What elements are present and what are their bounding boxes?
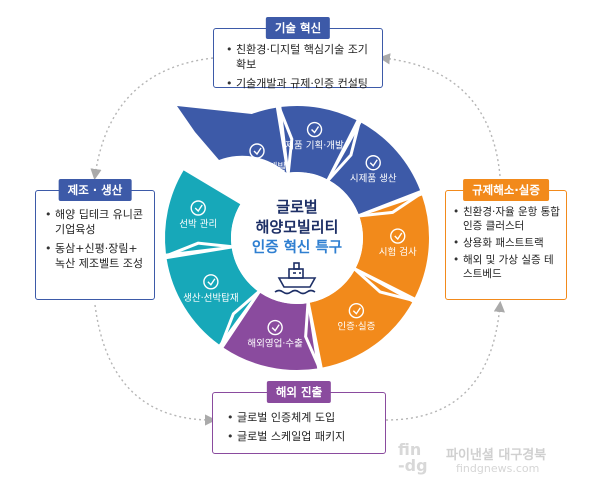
dotted-connector-ring (90, 53, 505, 426)
center-title-line1: 글로벌 (276, 198, 317, 216)
segment-label: 선박 관리 (179, 219, 217, 230)
box-overseas-item: 글로벌 스케일업 패키지 (227, 429, 377, 444)
center-title-line3: 인증 혁신 특구 (252, 238, 342, 256)
process-segment (355, 195, 429, 298)
watermark-name: 파이낸셜 대구경북 (446, 448, 547, 463)
box-manufacturing-title: 제조 · 생산 (58, 179, 132, 201)
gear-icon (190, 200, 206, 216)
crane-icon (203, 274, 219, 290)
segment-label: 시제품 생산 (350, 174, 397, 185)
globe-icon (267, 319, 283, 336)
segment-separator (356, 190, 424, 218)
watermark-url: findgnews.com (456, 462, 540, 475)
watermark-logo: -dg (398, 456, 428, 475)
watermark: fin -dg 파이낸셜 대구경북 findgnews.com (398, 442, 588, 482)
segment-label: 제품 기획·개발 (285, 140, 344, 152)
connector-arrow (94, 304, 217, 426)
box-tech-innovation-item: 친환경·디지털 핵심기술 조기 확보 (226, 42, 374, 72)
box-regulation-item: 해외 및 가상 실증 테스트베드 (453, 253, 561, 281)
segment-separator (352, 266, 416, 303)
blueprint-icon (306, 121, 323, 138)
box-tech-innovation-item: 기술개발과 규제·인증 컨설팅 (226, 76, 374, 91)
segment-label: 생산·선박탑재 (183, 292, 238, 304)
segment-separator (163, 241, 234, 259)
segment-separator (218, 289, 262, 349)
connector-arrow (385, 300, 505, 421)
center-circle (231, 172, 363, 304)
box-regulation: 규제해소·실증 친환경·자율 운항 통합인증 클러스터 상용화 패스트트랙 해외… (445, 179, 567, 300)
box-manufacturing-item: 동삼+신평·장림+ 녹산 제조벨트 조성 (45, 241, 148, 271)
watermark-logo: fin (398, 440, 422, 459)
segment-label: 해외영업·수출 (247, 338, 303, 350)
box-tech-innovation-title: 기술 혁신 (265, 17, 331, 39)
connector-arrow (378, 53, 501, 177)
box-regulation-item: 상용화 패스트트랙 (453, 236, 561, 250)
process-segment (165, 170, 241, 254)
process-segment (281, 105, 357, 180)
process-segment (166, 248, 259, 345)
robot-arm-icon (365, 155, 381, 171)
center-hub: 글로벌 해양모빌리티 인증 혁신 특구 (231, 172, 363, 304)
segment-label: 인증·실증 (337, 322, 375, 333)
certificate-icon (348, 303, 365, 319)
segment-label: 기술 기준 개발 (228, 162, 287, 173)
box-regulation-title: 규제해소·실증 (463, 179, 549, 201)
recycle-icon (249, 143, 265, 159)
process-segment (177, 106, 287, 173)
box-overseas: 해외 진출 글로벌 인증체계 도입 글로벌 스케일업 패키지 (212, 381, 386, 454)
box-regulation-item: 친환경·자율 운항 통합인증 클러스터 (453, 205, 561, 233)
process-segment (223, 292, 318, 370)
box-manufacturing-item: 해양 딥테크 유니콘 기업육성 (45, 207, 148, 237)
segment-separator (276, 104, 294, 175)
center-title-line2: 해양모빌리티 (256, 218, 339, 236)
segment-label: 시험 검사 (379, 246, 417, 258)
magnifier-icon (390, 228, 406, 244)
box-overseas-title: 해외 진출 (266, 381, 332, 403)
connector-arrow (90, 57, 214, 181)
box-overseas-item: 글로벌 인증체계 도입 (227, 410, 377, 425)
segment-separator (325, 119, 362, 183)
ship-icon (274, 262, 317, 295)
box-manufacturing: 제조 · 생산 해양 딥테크 유니콘 기업육성 동삼+신평·장림+ 녹산 제조벨… (35, 179, 155, 300)
box-tech-innovation: 기술 혁신 친환경·디지털 핵심기술 조기 확보 기술개발과 규제·인증 컨설팅 (213, 17, 383, 91)
segment-separator (304, 300, 322, 371)
